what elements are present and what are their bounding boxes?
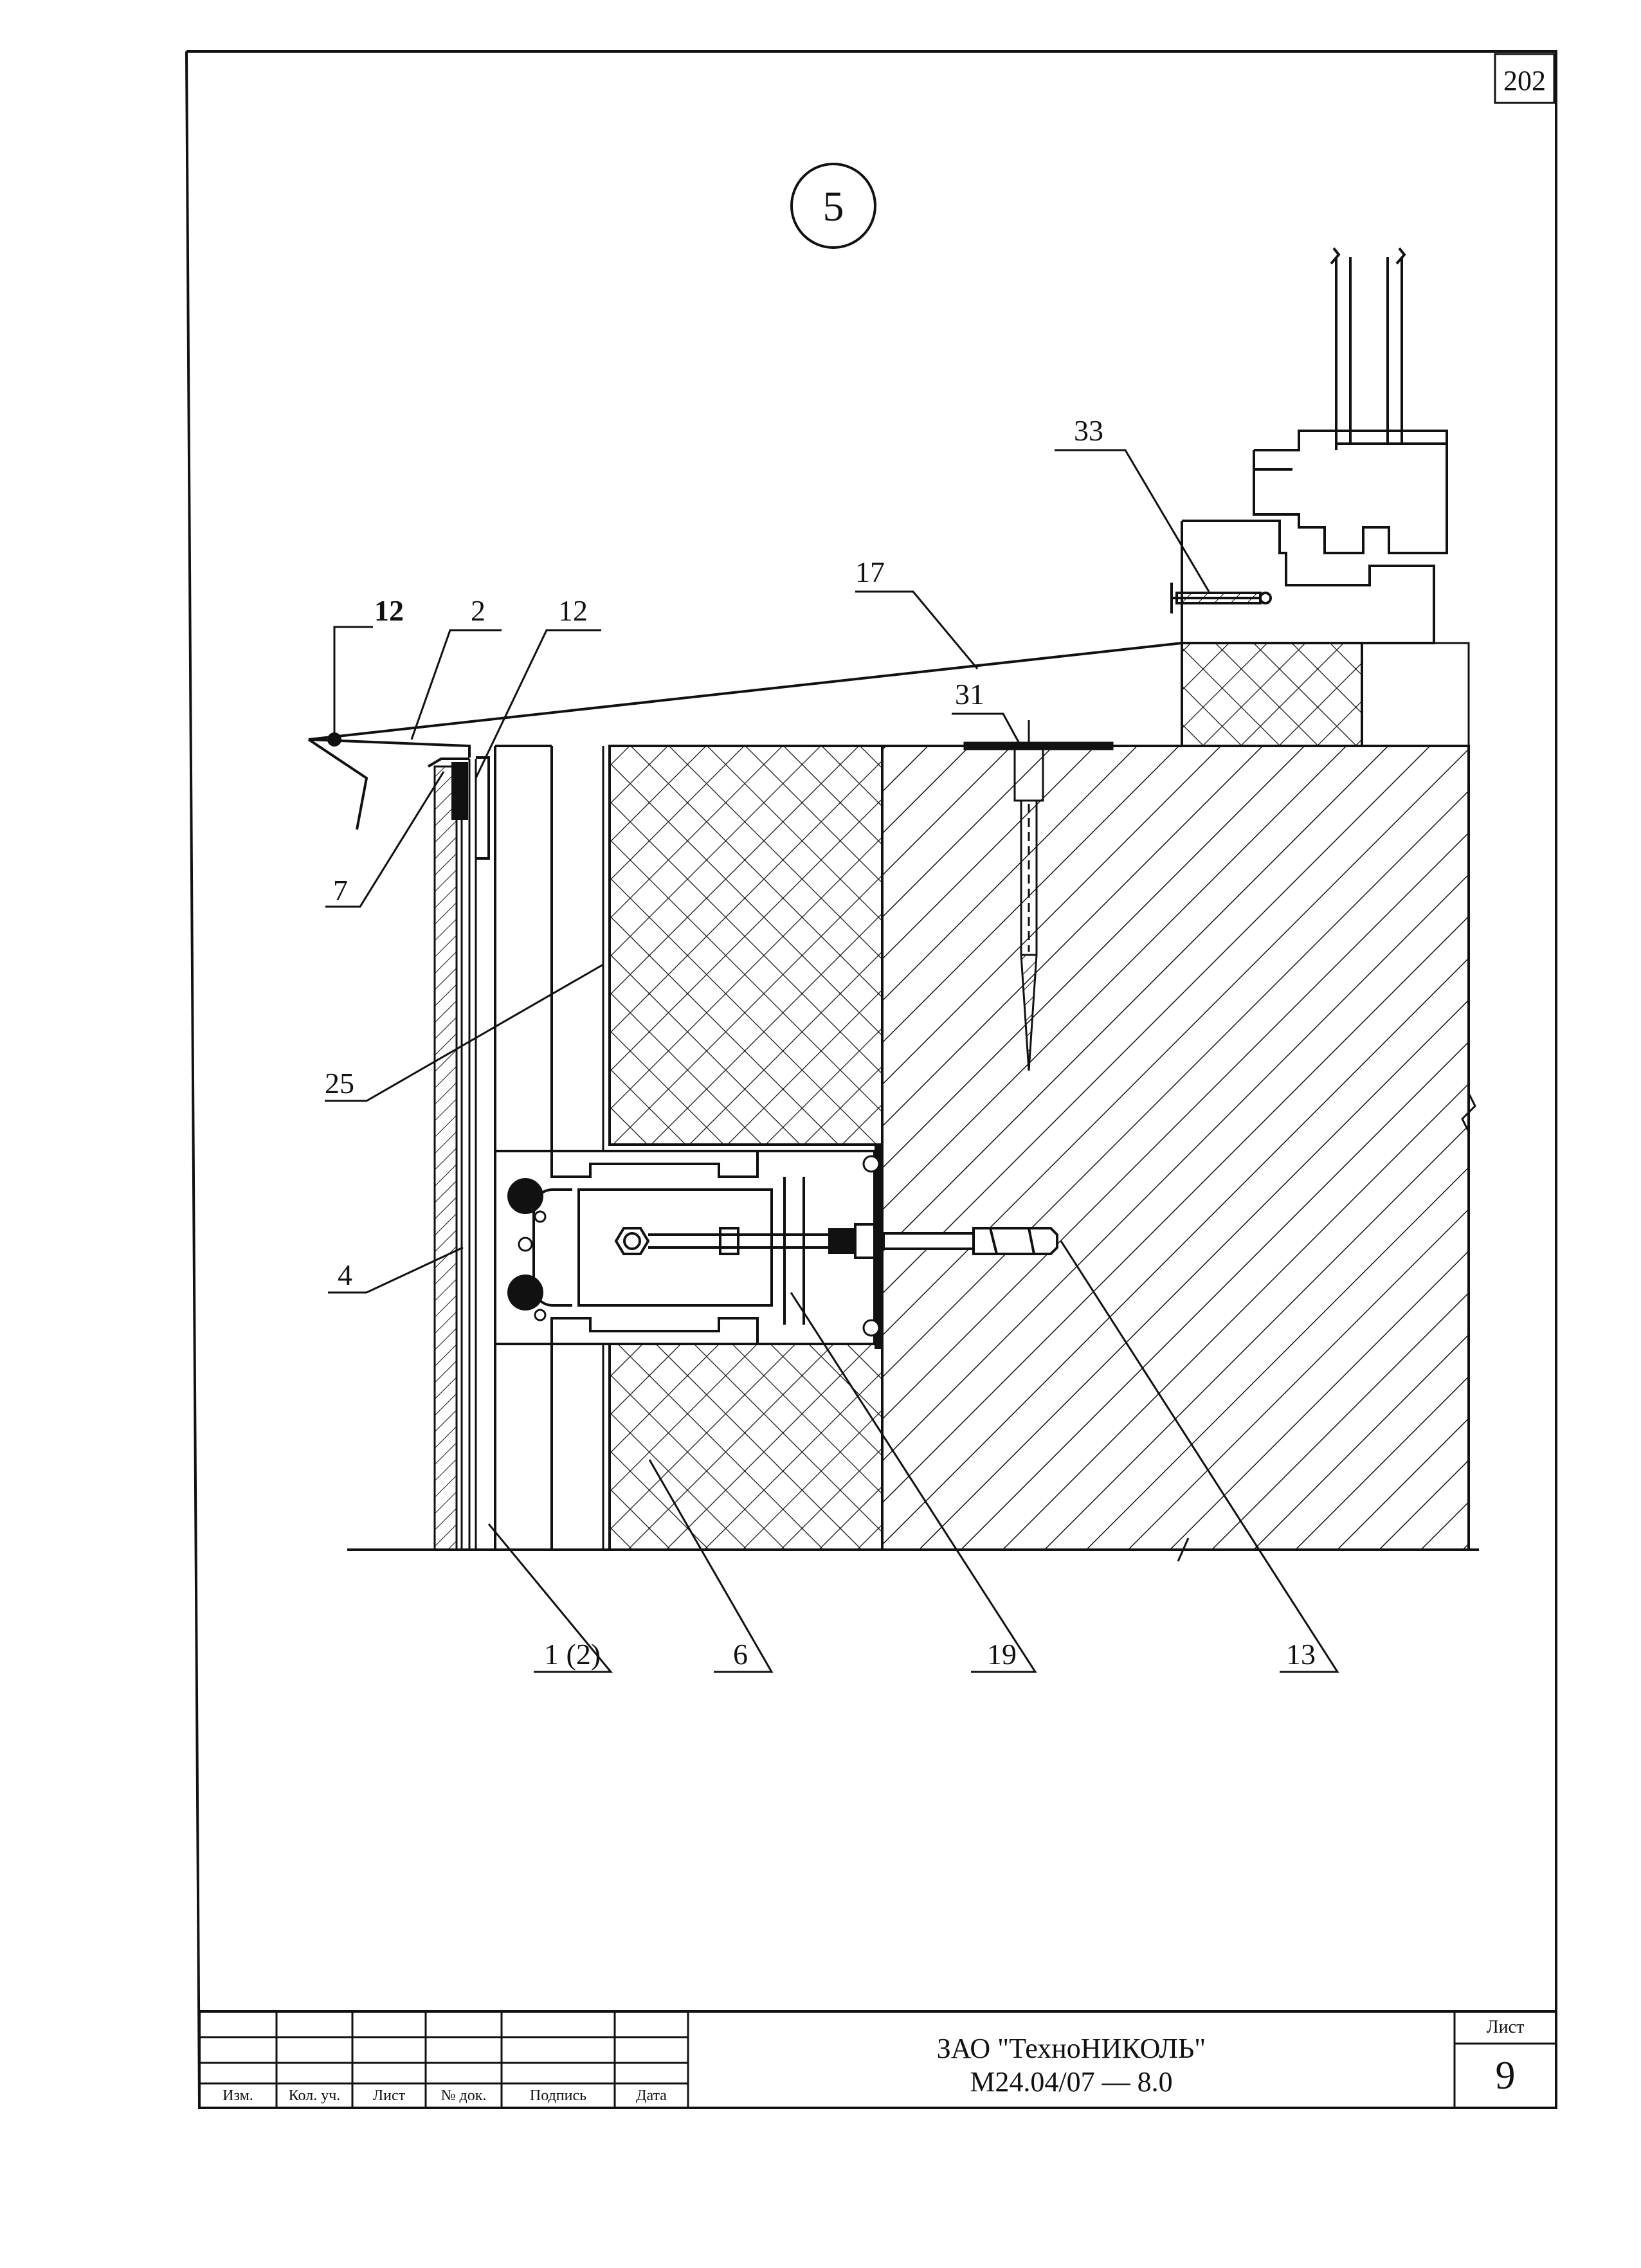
- title-col-izm: Изм.: [222, 2087, 253, 2104]
- sill-screw: [1170, 583, 1272, 613]
- bracket-rivets: [507, 1178, 547, 1321]
- insulation-lower: [608, 1343, 884, 1551]
- sheet-frame: [185, 50, 1557, 2109]
- callout-19: 19: [987, 1638, 1017, 1671]
- insulation-upper: [608, 745, 884, 1146]
- callout-25: 25: [325, 1067, 354, 1100]
- break-mark: [1177, 1538, 1190, 1562]
- callout-13: 13: [1286, 1638, 1316, 1671]
- callout-17: 17: [855, 556, 885, 588]
- callout-labels: 12 2 12 17 31 33 7 25 4 1 (2) 6 19 13: [325, 414, 1316, 1671]
- callout-31: 31: [955, 678, 984, 711]
- thermal-pad: [862, 1146, 884, 1349]
- leader-lines: [325, 449, 1339, 1673]
- detail-marker: 5: [790, 163, 876, 249]
- title-block-grid: [199, 2011, 1556, 2108]
- facade-panel: [427, 758, 477, 1551]
- callout-4: 4: [338, 1258, 352, 1291]
- corner-sheet-number-text: 202: [1503, 65, 1546, 96]
- title-sheet-label: Лист: [1486, 2017, 1525, 2037]
- callout-12-left: 12: [374, 594, 404, 627]
- window-frame: [1181, 247, 1448, 644]
- wall-anchor: [882, 1227, 1058, 1255]
- title-col-podpis: Подпись: [529, 2087, 587, 2104]
- callout-2: 2: [471, 594, 485, 627]
- title-col-kol: Кол. уч.: [288, 2087, 341, 2104]
- guide-rail: [494, 745, 553, 1550]
- title-sheet-value: 9: [1495, 2053, 1516, 2098]
- title-company: ЗАО "ТехноНИКОЛЬ": [936, 2032, 1206, 2064]
- sill-anchor: [963, 720, 1114, 1071]
- callout-6: 6: [733, 1638, 748, 1671]
- bracket-bolt: [614, 1223, 876, 1259]
- panel-top-clip: [451, 756, 490, 860]
- detail-marker-text: 5: [823, 183, 844, 230]
- callout-33: 33: [1074, 414, 1103, 447]
- masonry-wall: [881, 745, 1476, 1551]
- callout-1-2: 1 (2): [544, 1638, 601, 1671]
- sealant-dot-left: [327, 732, 341, 747]
- window-sill-flashing: [307, 642, 1183, 830]
- title-col-list: Лист: [372, 2087, 406, 2104]
- title-document-code: М24.04/07 — 8.0: [970, 2065, 1173, 2098]
- sill-insulation: [1181, 642, 1470, 747]
- callout-7: 7: [333, 874, 348, 907]
- title-col-data: Дата: [636, 2087, 667, 2104]
- corner-sheet-number: 202: [1494, 53, 1555, 104]
- title-col-ndok: № док.: [440, 2087, 487, 2104]
- callout-12-right: 12: [558, 594, 588, 627]
